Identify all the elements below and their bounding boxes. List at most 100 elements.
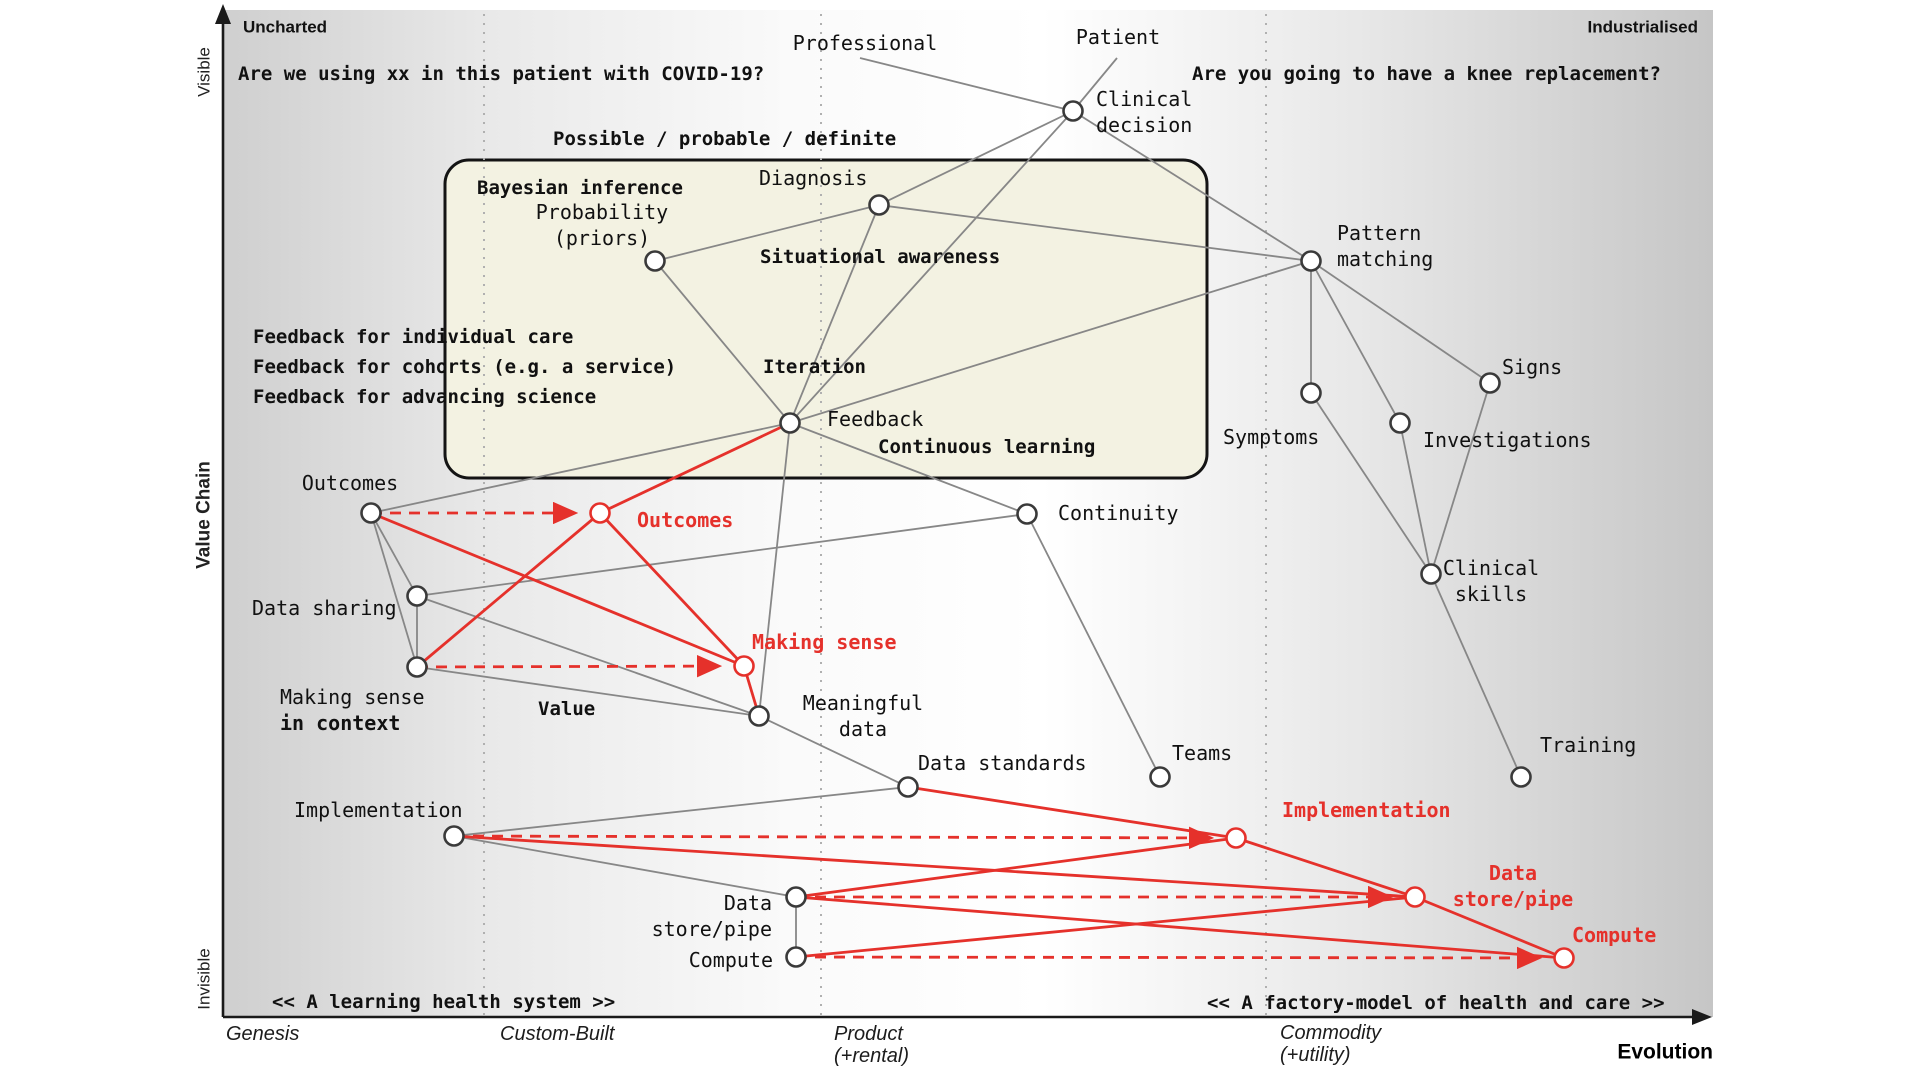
svg-text:Clinical: Clinical: [1443, 556, 1539, 580]
edge-patient-anchor--clinical-decision: [1072, 57, 1118, 112]
edge-clinical-decision--feedback: [789, 110, 1074, 424]
svg-text:Feedback for individual care: Feedback for individual care: [253, 326, 573, 348]
compute-left-node: [785, 946, 807, 968]
invisible-axis-label: Invisible: [195, 948, 214, 1009]
edge-data-sharing--meaningful-data: [416, 595, 760, 717]
bayesian-inference-label: Bayesian inference: [477, 177, 683, 199]
svg-text:<< A factory-model of health a: << A factory-model of health and care >>: [1207, 992, 1665, 1014]
stage-label-product: Product(+rental): [834, 1023, 909, 1067]
diagnosis-node: [868, 194, 890, 216]
outcomes-red-label: Outcomes: [637, 508, 733, 532]
svg-text:Continuity: Continuity: [1058, 501, 1178, 525]
compute-left-label: Compute: [689, 948, 773, 972]
svg-text:Compute: Compute: [1572, 923, 1656, 947]
continuous-learning-label: Continuous learning: [878, 436, 1095, 458]
svg-text:Symptoms: Symptoms: [1223, 425, 1319, 449]
svg-text:Data sharing: Data sharing: [252, 596, 397, 620]
svg-text:(priors): (priors): [554, 226, 650, 250]
edge-continuity--teams: [1026, 513, 1161, 778]
edge-probability--feedback: [654, 260, 791, 424]
diagnosis-label: Diagnosis: [759, 166, 867, 190]
edge-meaningful-data--data-standards: [758, 715, 909, 788]
svg-text:Teams: Teams: [1172, 741, 1232, 765]
edge-outcomes-left--making-sense-red: [370, 511, 745, 668]
svg-text:Feedback for advancing science: Feedback for advancing science: [253, 386, 596, 408]
svg-text:matching: matching: [1337, 247, 1433, 271]
edge-data-standards--implementation-red: [907, 785, 1237, 840]
svg-text:Are you going to have a knee r: Are you going to have a knee replacement…: [1192, 63, 1661, 85]
possible-probable-definite-label: Possible / probable / definite: [553, 128, 896, 150]
making-sense-red-label: Making sense: [752, 630, 897, 654]
edge-implementation-left--data-standards: [453, 786, 909, 837]
implementation-left-node: [443, 825, 465, 847]
evolution-axis-label: Evolution: [1617, 1041, 1713, 1064]
clinical-decision-node: [1062, 100, 1084, 122]
edge-compute-left--compute-red: [795, 946, 1543, 970]
edge-outcomes-red--making-sense-red: [598, 512, 746, 667]
svg-text:Feedback for cohorts (e.g. a s: Feedback for cohorts (e.g. a service): [253, 356, 676, 378]
svg-text:Data: Data: [724, 891, 772, 915]
svg-text:Bayesian inference: Bayesian inference: [477, 177, 683, 199]
svg-text:Uncharted: Uncharted: [243, 18, 327, 37]
value-chain-axis-arrow-icon: [215, 4, 231, 24]
implementation-left-label: Implementation: [294, 798, 463, 822]
teams-node: [1149, 766, 1171, 788]
edge-outcomes-left--data-sharing: [370, 512, 418, 597]
edge-feedback--outcomes-left: [370, 422, 791, 514]
uncharted-label: Uncharted: [243, 18, 327, 37]
svg-text:Outcomes: Outcomes: [302, 471, 398, 495]
edge-feedback--outcomes-red: [599, 421, 791, 515]
svg-text:Value: Value: [538, 698, 595, 720]
edge-signs--clinical-skills: [1430, 382, 1491, 575]
data-sharing-label: Data sharing: [252, 596, 397, 620]
data-standards-label: Data standards: [918, 751, 1087, 775]
edge-diagnosis--feedback: [789, 204, 880, 424]
continuity-label: Continuity: [1058, 501, 1178, 525]
svg-text:Implementation: Implementation: [1282, 798, 1451, 822]
outcomes-left-label: Outcomes: [302, 471, 398, 495]
edge-pattern-matching--investigations: [1310, 260, 1401, 424]
svg-text:Patient: Patient: [1076, 25, 1160, 49]
edge-compute-left--data-store-red: [795, 895, 1416, 959]
training-label: Training: [1540, 733, 1636, 757]
svg-text:Probability: Probability: [536, 200, 668, 224]
learning-health-system-label: << A learning health system >>: [272, 991, 615, 1013]
edge-diagnosis--pattern-matching: [878, 204, 1312, 262]
continuity-node: [1016, 503, 1038, 525]
edge-professional-anchor--clinical-decision: [859, 57, 1074, 112]
svg-text:Pattern: Pattern: [1337, 221, 1421, 245]
implementation-red-label: Implementation: [1282, 798, 1451, 822]
value-label: Value: [538, 698, 595, 720]
svg-text:decision: decision: [1096, 113, 1192, 137]
svg-text:Compute: Compute: [689, 948, 773, 972]
training-node: [1510, 766, 1532, 788]
svg-text:Product: Product: [834, 1023, 904, 1045]
making-sense-red-node: [733, 655, 755, 677]
factory-model-label: << A factory-model of health and care >>: [1207, 992, 1665, 1014]
industrialised-label: Industrialised: [1587, 18, 1698, 37]
edge-feedback--continuity: [789, 422, 1028, 515]
svg-text:in context: in context: [280, 711, 400, 735]
svg-text:Industrialised: Industrialised: [1587, 18, 1698, 37]
clinical-skills-node: [1420, 563, 1442, 585]
svg-text:data: data: [839, 717, 887, 741]
feedback-cohorts-label: Feedback for cohorts (e.g. a service): [253, 356, 676, 378]
edge-data-store-left--compute-red: [795, 895, 1565, 960]
edge-clinical-skills--training: [1430, 573, 1522, 778]
data-store-left-node: [785, 886, 807, 908]
svg-text:Commodity: Commodity: [1280, 1022, 1382, 1044]
svg-text:store/pipe: store/pipe: [1453, 887, 1573, 911]
probability-node: [644, 250, 666, 272]
symptoms-label: Symptoms: [1223, 425, 1319, 449]
edge-clinical-decision--diagnosis: [878, 110, 1074, 206]
stage-label-genesis: Genesis: [226, 1023, 299, 1045]
making-sense-left-node: [406, 656, 428, 678]
svg-text:Data: Data: [1489, 861, 1537, 885]
